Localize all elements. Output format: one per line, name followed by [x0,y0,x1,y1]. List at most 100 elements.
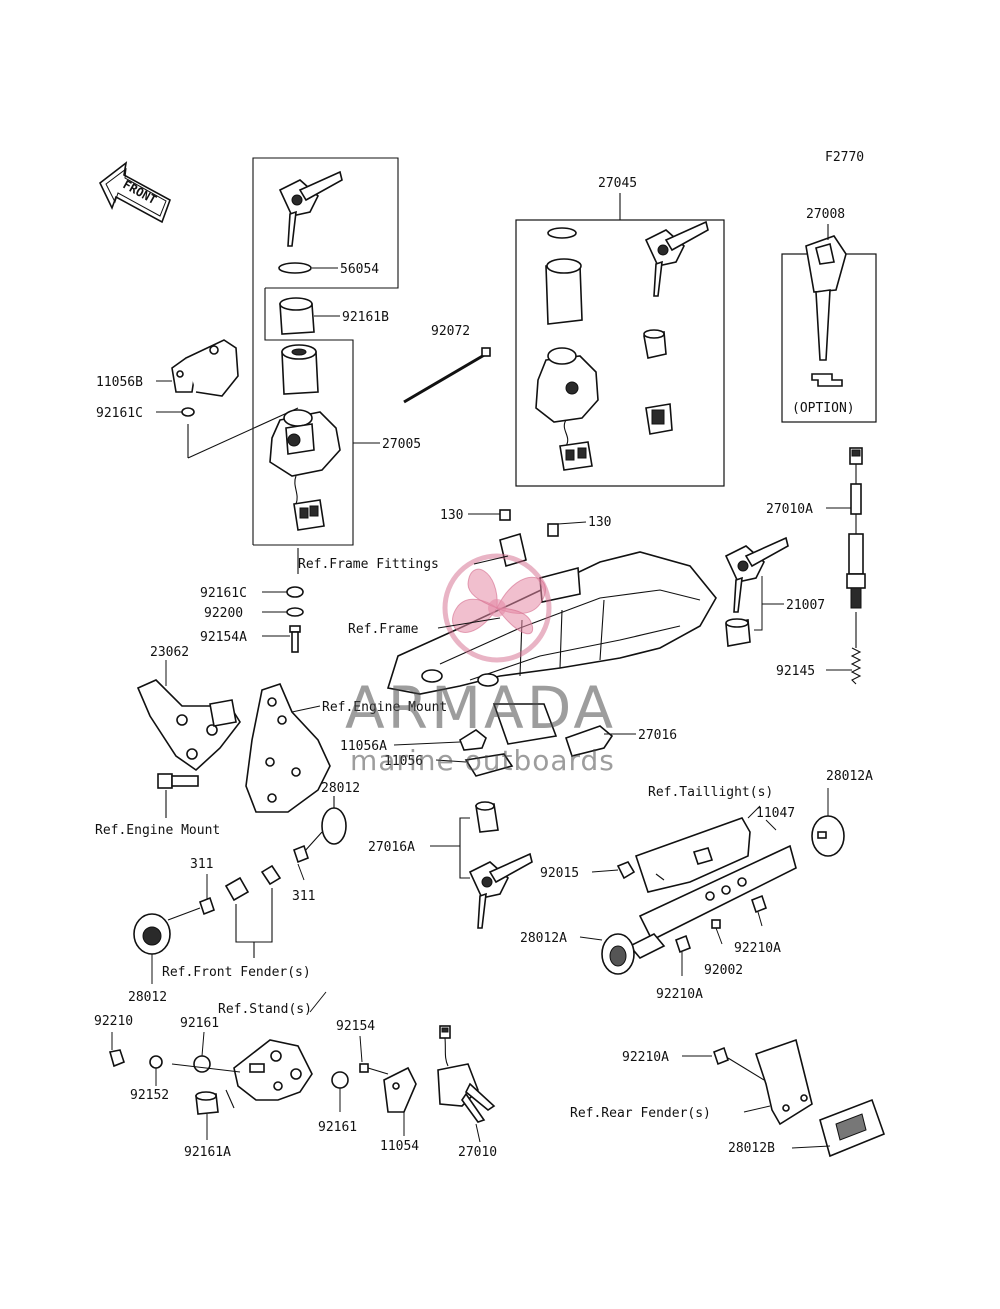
label-ref-taillight: Ref.Taillight(s) [648,785,773,800]
switch-27010 [437,1025,496,1123]
key-icon [805,235,847,361]
key-set-27045-parts [535,220,709,471]
label-92210a-rear: 92210A [622,1050,669,1065]
label-ref-engine-mount-top: Ref.Engine Mount [322,700,447,715]
rear-fender-ref [754,1038,813,1126]
rubber-28012-bottom [133,913,171,955]
label-28012-bottom: 28012 [128,990,167,1005]
washer-56054 [278,262,312,274]
label-311-right: 311 [292,889,315,904]
label-27008: 27008 [806,207,845,222]
stand-ref [233,1039,313,1101]
nut-92210a-right [751,894,767,914]
label-92161a: 92161A [184,1145,231,1160]
rubber-28012-top [321,807,347,845]
label-27016: 27016 [638,728,677,743]
label-92072: 92072 [431,324,470,339]
cable-tie-92072 [403,347,491,404]
label-92161-bottom: 92161 [318,1120,357,1135]
label-11056b: 11056B [96,375,143,390]
label-28012b: 28012B [728,1141,775,1156]
bracket-11056 [464,753,514,777]
label-92210a-right: 92210A [734,941,781,956]
key-icon [468,852,533,929]
label-ref-frame-fittings: Ref.Frame Fittings [298,557,439,572]
label-92161b: 92161B [342,310,389,325]
nut-92210 [108,1049,125,1068]
label-11047: 11047 [756,806,795,821]
grommet-92161c-top [181,407,195,417]
label-92210a-bottom: 92210A [656,987,703,1002]
lock-cover [281,344,319,395]
label-23062: 23062 [150,645,189,660]
label-11054: 11054 [380,1139,419,1154]
ignition-switch-group [252,157,399,546]
label-28012-top: 28012 [321,781,360,796]
nut-92210a-bottom [675,934,691,954]
label-27016a: 27016A [368,840,415,855]
label-92154a: 92154A [200,630,247,645]
label-92161c-bottom: 92161C [200,586,247,601]
label-92002: 92002 [704,963,743,978]
switch-27010a [846,447,866,609]
figure-code: F2770 [825,150,864,165]
label-ref-stand: Ref.Stand(s) [218,1002,312,1017]
collar-pair [224,864,282,902]
label-92161c-top: 92161C [96,406,143,421]
label-27010a: 27010A [766,502,813,517]
label-92145: 92145 [776,664,815,679]
option-label: (OPTION) [792,401,855,416]
label-ref-engine-mount-bottom: Ref.Engine Mount [95,823,220,838]
label-92161: 92161 [180,1016,219,1031]
label-28012a-left: 28012A [520,931,567,946]
label-130-right: 130 [588,515,611,530]
label-ref-rear-fender: Ref.Rear Fender(s) [570,1106,711,1121]
label-ref-front-fender: Ref.Front Fender(s) [162,965,311,980]
label-92210: 92210 [94,1014,133,1029]
bolt-engine-mount [157,773,199,789]
grommet-92161c-bottom [286,586,304,598]
label-28012a-top: 28012A [826,769,873,784]
washer-92152 [149,1055,163,1069]
label-ref-frame: Ref.Frame [348,622,419,637]
label-311-left: 311 [190,857,213,872]
key-blank-icon [811,373,843,387]
part-labels: 56054 92161B 11056B 92161C 27005 92161C … [94,176,873,1160]
label-11056a: 11056A [340,739,387,754]
screw-92002 [711,919,721,929]
label-11056: 11056 [384,754,423,769]
grommet-92161 [193,1055,211,1073]
label-92152: 92152 [130,1088,169,1103]
front-arrow-icon [98,161,171,224]
label-130-left: 130 [440,508,463,523]
rubber-28012a-top [811,815,845,857]
label-92154: 92154 [336,1019,375,1034]
stay-11047 [628,817,797,959]
rubber-28012a-left [601,933,635,975]
cap-92161b [279,297,315,335]
bracket-11054 [383,1066,417,1113]
nut-92015 [616,861,636,880]
lock-body [269,409,341,531]
nut-92210a-rear [713,1046,729,1066]
bolt-92154a [289,625,301,653]
key-icon [278,170,343,247]
key-set-box-27045 [515,219,725,487]
grommet-92161-bottom [331,1071,349,1089]
watermark-brand: ARMADA [345,674,616,742]
label-92015: 92015 [540,866,579,881]
label-27010: 27010 [458,1145,497,1160]
lock-27016a [475,801,499,833]
engine-mount-ref [245,683,331,813]
key-21007 [724,536,789,647]
bracket-11056a [459,729,487,751]
label-27005: 27005 [382,437,421,452]
bracket-11056b [171,339,239,397]
label-56054: 56054 [340,262,379,277]
bolt-92154 [359,1063,389,1075]
label-92200: 92200 [204,606,243,621]
label-21007: 21007 [786,598,825,613]
plate-23062 [136,679,241,772]
leader-lines [111,267,852,1149]
